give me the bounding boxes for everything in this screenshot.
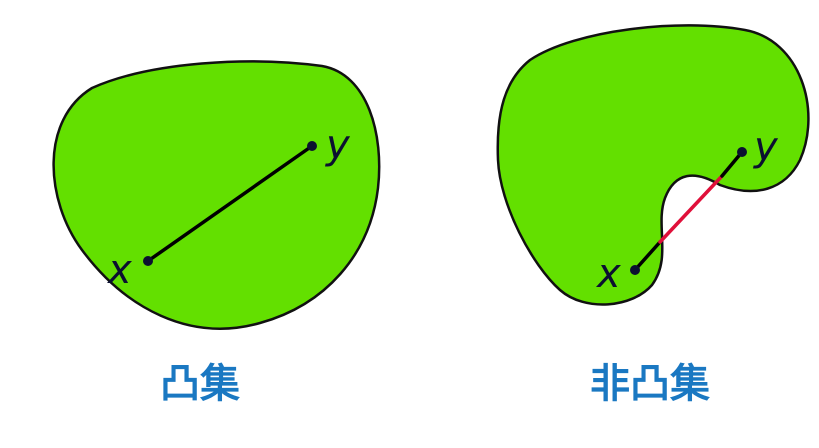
nonconvex-set-group: x y bbox=[496, 24, 810, 306]
nonconvex-caption: 非凸集 bbox=[590, 360, 710, 407]
nonconvex-region bbox=[496, 24, 810, 306]
convex-segment bbox=[146, 144, 314, 263]
convex-label-y: y bbox=[325, 122, 351, 168]
nonconvex-point-y bbox=[737, 147, 747, 157]
nonconvex-point-x bbox=[630, 265, 640, 275]
nonconvex-segment-outside bbox=[658, 174, 724, 244]
convex-point-x bbox=[143, 256, 153, 266]
convex-point-y bbox=[307, 141, 317, 151]
convex-label-x: x bbox=[106, 247, 132, 293]
convex-caption: 凸集 bbox=[160, 360, 240, 407]
nonconvex-segment-inside-x bbox=[633, 240, 662, 272]
convex-set-group: x y bbox=[52, 60, 381, 330]
convex-region bbox=[52, 60, 381, 330]
nonconvex-label-x: x bbox=[595, 251, 621, 297]
nonconvex-label-y: y bbox=[753, 124, 779, 170]
nonconvex-segment-inside-y bbox=[720, 150, 744, 178]
